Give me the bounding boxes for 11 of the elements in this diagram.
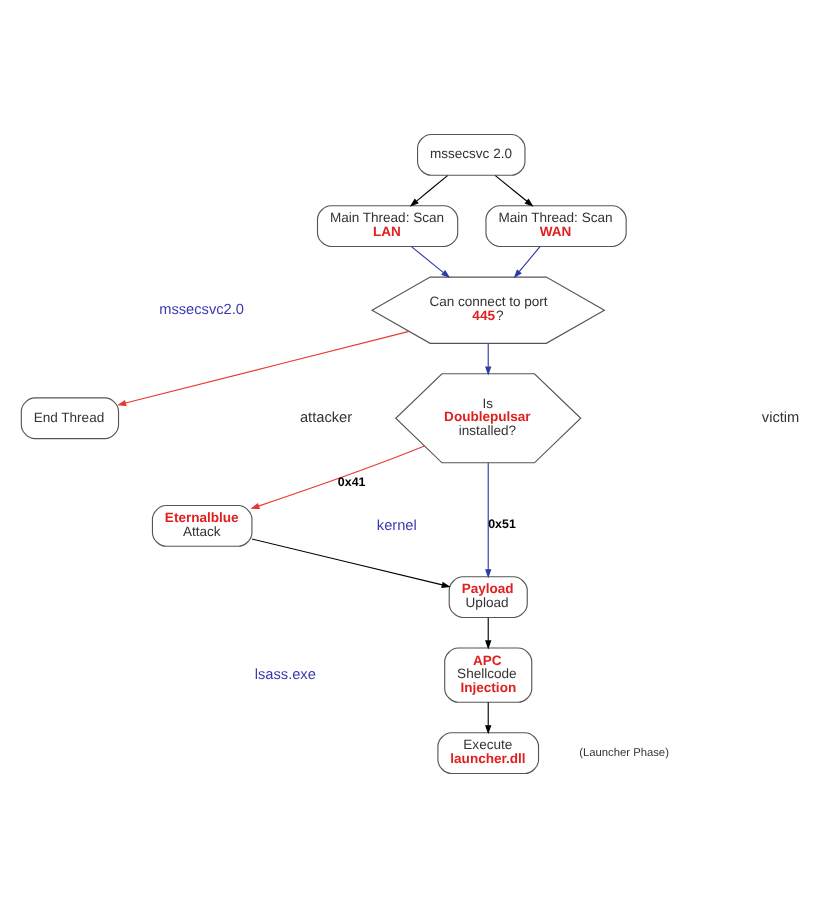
arrow [485, 341, 492, 375]
arrow [513, 245, 541, 278]
arrow [251, 537, 451, 587]
arrow [485, 616, 492, 649]
arrow [117, 329, 410, 406]
arrow [485, 700, 492, 734]
arrow [494, 174, 534, 206]
arrow [409, 174, 449, 206]
arrow [410, 245, 451, 278]
arrow [250, 444, 425, 508]
arrow [485, 461, 492, 578]
